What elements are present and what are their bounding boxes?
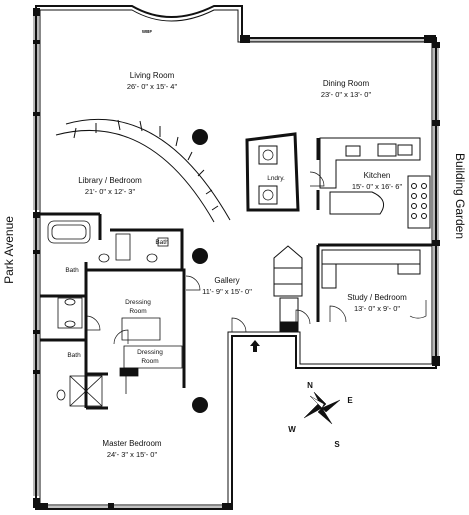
dressing-cabinets: [119, 317, 183, 394]
laundry-area: [245, 132, 300, 212]
master-bedroom-dims: 24'- 3" x 15'- 0": [107, 450, 158, 459]
bath-label-3: Bath: [67, 352, 81, 359]
street-label-left: Park Avenue: [2, 216, 16, 284]
doors: [85, 171, 427, 345]
living-room-dims: 26'- 0" x 15'- 4": [127, 82, 178, 91]
right-windows: [432, 42, 440, 366]
right-window-glazing: [433, 48, 439, 356]
left-windows: [33, 8, 40, 508]
kitchen-dims: 15'- 0" x 16'- 6": [352, 182, 403, 191]
library-curved-wall: [55, 119, 231, 223]
gallery-name: Gallery: [214, 276, 239, 285]
living-room-name: Living Room: [130, 71, 175, 80]
compass-s-label: S: [334, 440, 340, 449]
study-built-ins: [321, 249, 421, 289]
top-window-glazing: [250, 38, 424, 42]
compass-e-label: E: [347, 396, 353, 405]
study-name: Study / Bedroom: [347, 293, 407, 302]
study-dims: 13'- 0" x 9'- 0": [354, 304, 400, 313]
dining-room-name: Dining Room: [323, 79, 370, 88]
bottom-windows: [40, 503, 232, 509]
kitchen-name: Kitchen: [364, 171, 391, 180]
columns: [192, 129, 208, 413]
gallery-dims: 11'- 9" x 15'- 0": [202, 287, 252, 296]
master-bedroom-name: Master Bedroom: [102, 439, 161, 448]
bottom-window-glazing: [48, 504, 222, 508]
kitchen-counters: [319, 137, 431, 229]
wbf-label: WBF: [142, 29, 152, 34]
left-window-glazing: [33, 16, 39, 496]
compass-rose-icon: [303, 391, 341, 425]
laundry-label: Lndry.: [267, 175, 285, 182]
dining-room-dims: 23'- 0" x 13'- 0": [321, 90, 372, 99]
library-dims: 21'- 0" x 12'- 3": [85, 187, 136, 196]
compass-w-label: W: [288, 425, 296, 434]
exterior-walls: [35, 5, 437, 510]
street-label-right: Building Garden: [453, 153, 467, 239]
bath-label-2: Bath: [155, 239, 169, 246]
entry-arrow-icon: [250, 340, 260, 352]
top-windows: [240, 35, 436, 43]
compass-n-label: N: [307, 381, 313, 390]
bath-label-1: Bath: [65, 267, 79, 274]
bathroom-fixtures: [47, 220, 169, 407]
gallery-cabinets: [273, 245, 303, 333]
interior-walls: [40, 138, 432, 410]
library-name: Library / Bedroom: [78, 176, 142, 185]
